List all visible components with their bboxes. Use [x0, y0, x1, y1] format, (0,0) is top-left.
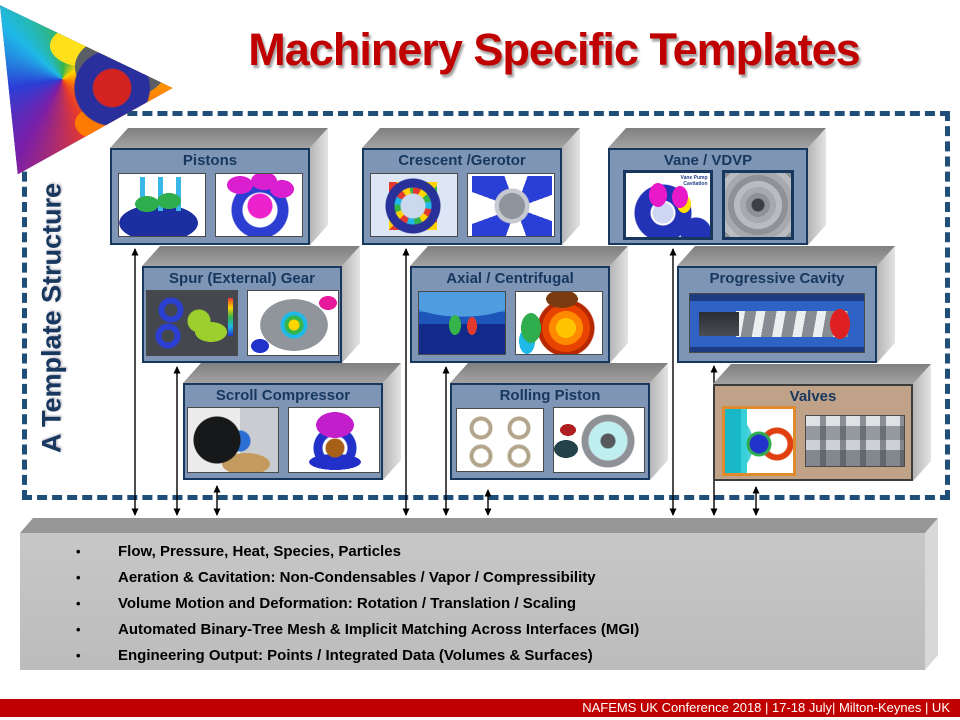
bullet-icon: •	[76, 570, 81, 585]
platform-front-face	[20, 533, 925, 670]
vane-pump-cavitation-thumbnail: Vane Pump Cavitation	[622, 170, 713, 240]
box-side-face	[610, 246, 628, 363]
template-box-crescent-gerotor: Crescent /Gerotor	[362, 128, 580, 245]
bullet-text: Automated Binary-Tree Mesh & Implicit Ma…	[118, 621, 640, 638]
axial-pump-cfd-thumbnail	[417, 291, 506, 355]
bullet-text: Aeration & Cavitation: Non-Condensables …	[118, 569, 596, 586]
pistons-cfd-thumbnail	[117, 173, 206, 237]
box-side-face	[877, 246, 895, 363]
list-item: • Aeration & Cavitation: Non-Condensable…	[58, 565, 888, 591]
page-title: Machinery Specific Templates	[248, 24, 860, 75]
box-top-face	[410, 246, 628, 266]
box-side-face	[650, 363, 668, 480]
spur-gear-cfd-thumbnail	[145, 290, 238, 356]
list-item: • Flow, Pressure, Heat, Species, Particl…	[58, 539, 888, 565]
rolling-piston-cfd-thumbnail	[552, 407, 645, 473]
rolling-piston-diagram-thumbnail	[455, 408, 544, 472]
box-label-valves: Valves	[789, 388, 837, 405]
box-label-rolling-piston: Rolling Piston	[499, 387, 601, 404]
list-item: • Volume Motion and Deformation: Rotatio…	[58, 591, 888, 617]
footer-bar: NAFEMS UK Conference 2018 | 17-18 July| …	[0, 699, 960, 717]
pistons-radial-pump-thumbnail	[214, 173, 303, 237]
vane-pump-photo-thumbnail	[721, 170, 794, 240]
box-top-face	[183, 363, 401, 383]
box-side-face	[808, 128, 826, 245]
box-label-crescent-gerotor: Crescent /Gerotor	[398, 152, 526, 169]
centrifugal-impeller-thumbnail	[514, 291, 603, 355]
bullet-icon: •	[76, 596, 81, 611]
list-item: • Automated Binary-Tree Mesh & Implicit …	[58, 617, 888, 643]
template-box-vane-vdvp: Vane / VDVP Vane Pump Cavitation	[608, 128, 826, 245]
template-box-axial-centrifugal: Axial / Centrifugal	[410, 246, 628, 363]
box-top-face	[142, 246, 360, 266]
box-label-spur-gear: Spur (External) Gear	[169, 270, 315, 287]
bullet-text: Volume Motion and Deformation: Rotation …	[118, 595, 577, 612]
scroll-compressor-photo-thumbnail	[186, 407, 279, 473]
template-box-progressive-cavity: Progressive Cavity	[677, 246, 895, 363]
vane-thumbnail-caption: Vane Pump Cavitation	[680, 175, 708, 187]
spool-valve-photo-thumbnail	[804, 415, 905, 467]
box-top-face	[110, 128, 328, 148]
box-top-face	[677, 246, 895, 266]
crescent-gear-cfd-thumbnail	[369, 173, 458, 237]
list-item: • Engineering Output: Points / Integrate…	[58, 643, 888, 669]
section-side-label: A Template Structure	[36, 182, 67, 454]
bullet-text: Flow, Pressure, Heat, Species, Particles	[118, 543, 401, 560]
scroll-cfd-thumbnail	[287, 407, 380, 473]
progressive-cavity-rotor-thumbnail	[689, 293, 865, 353]
template-box-valves: Valves	[713, 364, 931, 481]
bullet-text: Engineering Output: Points / Integrated …	[118, 647, 593, 664]
box-side-face	[383, 363, 401, 480]
template-box-rolling-piston: Rolling Piston	[450, 363, 668, 480]
box-top-face	[608, 128, 826, 148]
bullet-icon: •	[76, 622, 81, 637]
template-box-pistons: Pistons	[110, 128, 328, 245]
bullet-icon: •	[76, 544, 81, 559]
box-side-face	[342, 246, 360, 363]
platform-side-face	[925, 518, 938, 670]
box-label-scroll-compressor: Scroll Compressor	[215, 387, 351, 404]
box-side-face	[310, 128, 328, 245]
box-top-face	[713, 364, 931, 384]
gear-casing-cfd-thumbnail	[246, 290, 339, 356]
template-box-scroll-compressor: Scroll Compressor	[183, 363, 401, 480]
box-top-face	[450, 363, 668, 383]
box-label-axial-centrifugal: Axial / Centrifugal	[446, 270, 574, 287]
platform-top-face	[20, 518, 938, 533]
bullet-icon: •	[76, 648, 81, 663]
box-label-pistons: Pistons	[182, 152, 238, 169]
gerotor-thumbnail	[466, 173, 555, 237]
box-side-face	[913, 364, 931, 481]
box-label-progressive-cavity: Progressive Cavity	[709, 270, 845, 287]
capability-bullet-list: • Flow, Pressure, Heat, Species, Particl…	[58, 539, 888, 669]
template-box-spur-gear: Spur (External) Gear	[142, 246, 360, 363]
valve-cfd-thumbnail	[721, 406, 796, 476]
box-label-vane-vdvp: Vane / VDVP	[663, 152, 753, 169]
box-side-face	[562, 128, 580, 245]
footer-conference-text: NAFEMS UK Conference 2018 | 17-18 July| …	[582, 700, 950, 715]
box-top-face	[362, 128, 580, 148]
